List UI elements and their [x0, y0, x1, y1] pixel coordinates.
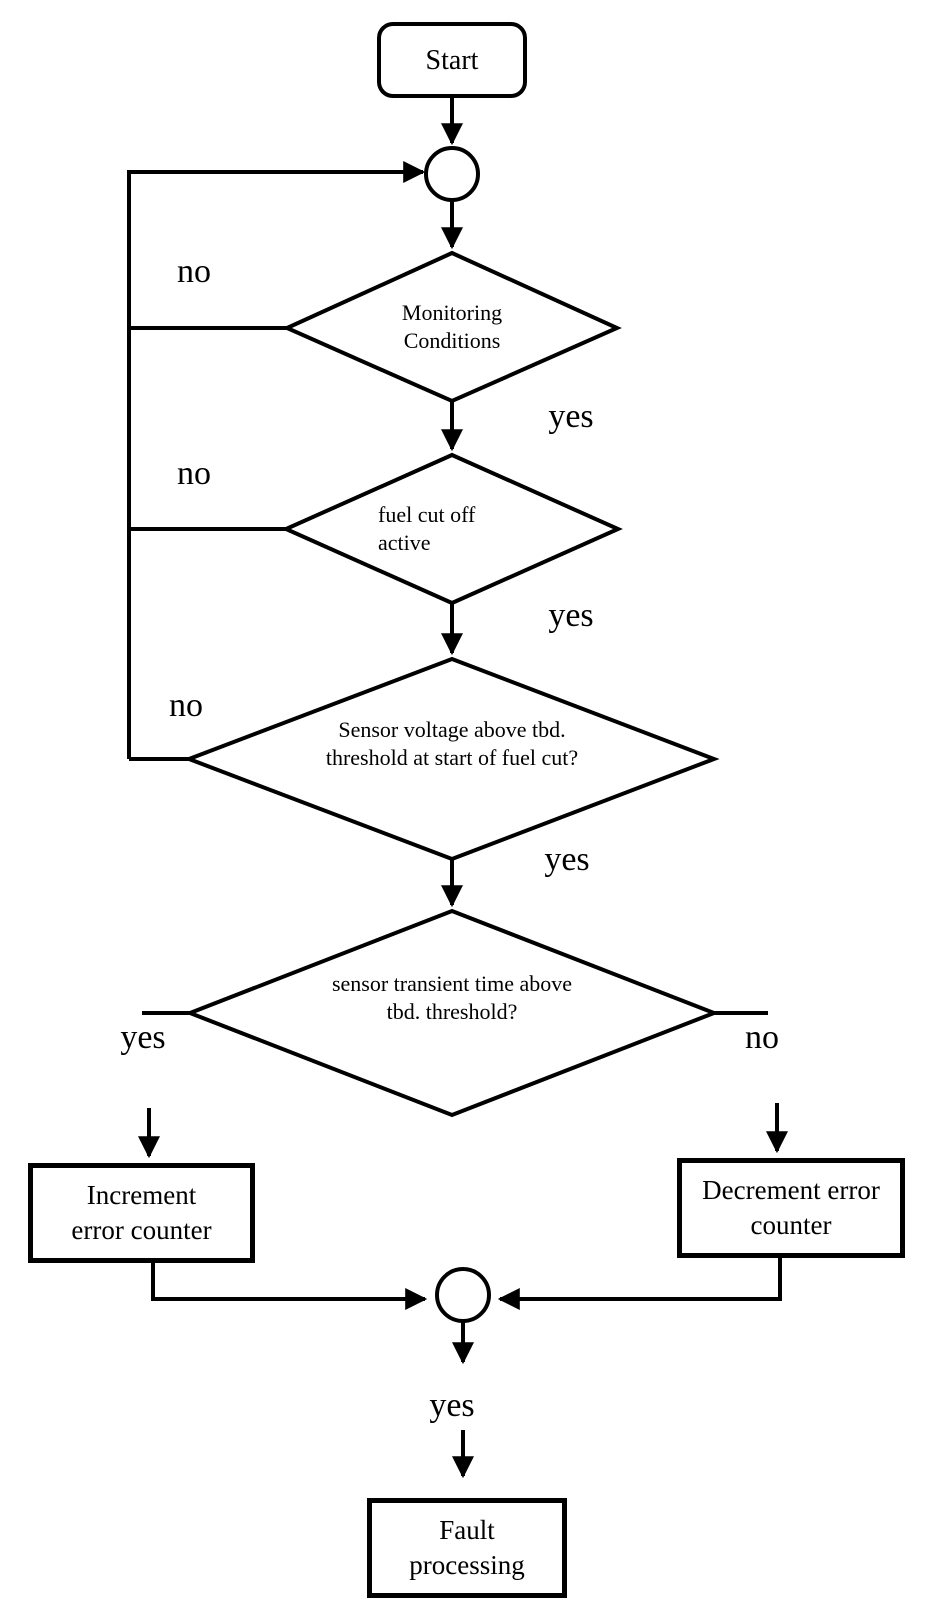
start-label: Start	[425, 44, 479, 76]
sensorvoltage-no-label: no	[169, 687, 203, 724]
fault-label-line2: processing	[409, 1550, 525, 1580]
monitoring-yes-label: yes	[548, 398, 594, 435]
transient-time-label: sensor transient time above tbd. thresho…	[331, 971, 573, 1024]
fault-label-line1: Fault	[439, 1515, 495, 1545]
transient-no-label: no	[745, 1019, 779, 1056]
edge-decrement-to-junction2	[497, 1258, 782, 1310]
fuel-cut-off-label: fuel cut off active	[378, 502, 476, 555]
edge-loopback-to-junction1	[127, 161, 426, 759]
decrement-label-line2: counter	[750, 1210, 832, 1240]
monitoring-conditions-label: Monitoring Conditions	[401, 300, 503, 353]
decision-sensor-voltage	[183, 656, 720, 862]
increment-label-line1: Increment	[86, 1180, 197, 1210]
merge-yes-label: yes	[429, 1387, 475, 1424]
decision-monitoring-conditions	[282, 250, 622, 404]
increment-label-line2: error counter	[71, 1215, 212, 1245]
decision-fuel-cut-off	[281, 452, 623, 606]
fuelcut-no-label: no	[177, 455, 211, 492]
edge-increment-to-junction2	[151, 1263, 428, 1310]
start-node: Start	[377, 22, 527, 98]
decrement-error-counter-node: Decrement error counter	[677, 1158, 905, 1258]
fuelcut-yes-label: yes	[548, 597, 594, 634]
increment-error-counter-node: Increment error counter	[28, 1163, 255, 1263]
decrement-label-line1: Decrement error	[702, 1175, 880, 1205]
monitoring-no-label: no	[177, 253, 211, 290]
fault-processing-node: Fault processing	[367, 1498, 567, 1598]
junction1-connector	[424, 146, 480, 202]
junction2-connector	[435, 1267, 491, 1323]
decision-transient-time	[184, 908, 720, 1118]
sensorvoltage-yes-label: yes	[544, 841, 590, 878]
transient-yes-label: yes	[120, 1019, 166, 1056]
sensor-voltage-label: Sensor voltage above tbd. threshold at s…	[325, 717, 579, 770]
